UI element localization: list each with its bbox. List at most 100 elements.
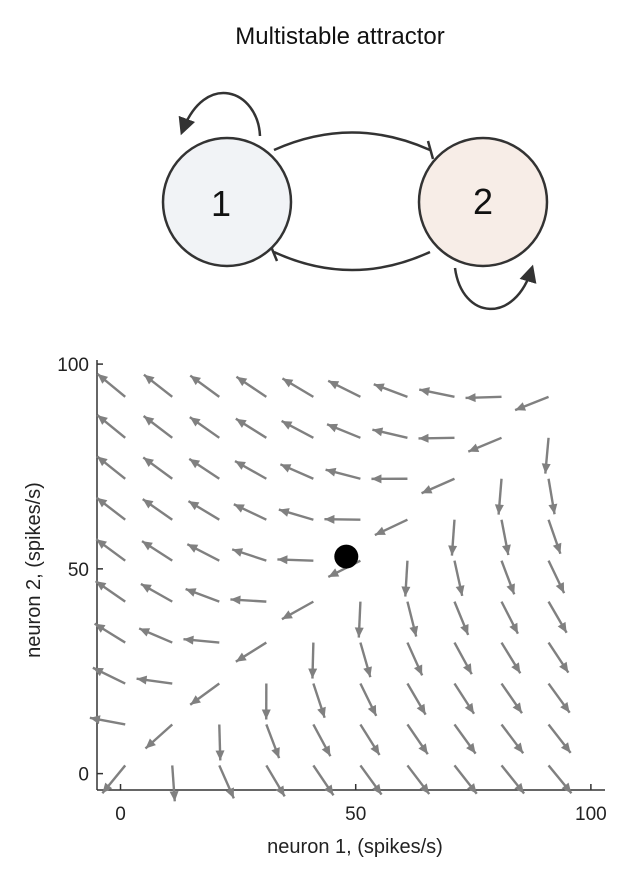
vector-arrow bbox=[95, 538, 126, 562]
vector-arrow bbox=[96, 455, 126, 480]
vector-arrow bbox=[372, 427, 408, 439]
vector-arrow bbox=[281, 600, 314, 621]
vector-arrow bbox=[281, 419, 314, 439]
vector-arrow bbox=[453, 641, 473, 675]
vector-arrow bbox=[514, 395, 549, 412]
vector-arrow bbox=[327, 379, 361, 398]
vector-arrow bbox=[141, 540, 173, 562]
vector-arrow bbox=[188, 457, 220, 480]
vector-arrow bbox=[277, 555, 314, 565]
vector-arrow bbox=[453, 764, 478, 795]
vector-arrow bbox=[308, 642, 318, 679]
vector-arrow bbox=[373, 383, 408, 398]
phase-portrait: 0 50 100 0 50 100 neuron 1, (spikes/s) neuro… bbox=[23, 355, 607, 858]
vector-arrow bbox=[89, 715, 126, 726]
vector-arrow bbox=[143, 373, 173, 398]
vector-arrow bbox=[500, 601, 519, 635]
vector-arrow bbox=[547, 723, 572, 754]
vector-arrow bbox=[500, 764, 526, 795]
vector-arrow bbox=[324, 514, 361, 524]
edge-2-to-1-inhibitory bbox=[273, 250, 431, 272]
vector-arrow bbox=[406, 642, 424, 676]
vector-arrow bbox=[500, 641, 522, 674]
vector-arrow bbox=[189, 682, 221, 706]
vector-arrow bbox=[453, 723, 477, 755]
vector-arrow bbox=[265, 764, 286, 798]
vector-arrow bbox=[547, 682, 571, 714]
vector-arrow bbox=[144, 723, 174, 750]
node-1-label: 1 bbox=[211, 183, 231, 224]
vector-arrow bbox=[96, 372, 126, 398]
vector-arrow bbox=[418, 433, 455, 443]
vector-arrow bbox=[215, 724, 225, 761]
vector-arrow bbox=[359, 723, 381, 756]
vector-arrow bbox=[142, 498, 173, 521]
vector-arrow bbox=[93, 622, 126, 644]
vector-arrow bbox=[312, 683, 326, 719]
vector-arrow bbox=[406, 601, 419, 637]
vector-arrow bbox=[467, 436, 502, 453]
vector-arrow bbox=[142, 415, 173, 439]
vector-arrow bbox=[186, 543, 220, 562]
vector-arrow bbox=[312, 764, 335, 796]
vector-arrow bbox=[547, 764, 573, 795]
edge-1-to-2-inhibitory bbox=[273, 131, 431, 152]
node-2 bbox=[417, 136, 549, 268]
vector-arrow bbox=[235, 375, 268, 398]
vector-arrow bbox=[547, 601, 568, 634]
vector-arrow bbox=[183, 635, 220, 645]
y-axis-label: neuron 2, (spikes/s) bbox=[23, 482, 45, 658]
vector-arrow bbox=[500, 519, 511, 556]
self-loop-2 bbox=[453, 264, 537, 311]
vector-arrow bbox=[547, 641, 570, 674]
vector-arrow bbox=[279, 463, 314, 480]
vector-arrow bbox=[189, 374, 221, 398]
vector-arrow bbox=[138, 627, 173, 644]
vector-arrow bbox=[401, 560, 411, 597]
vector-arrow bbox=[453, 601, 470, 636]
vector-arrow bbox=[406, 723, 429, 755]
vector-arrow bbox=[140, 582, 173, 603]
vector-arrow bbox=[326, 423, 361, 439]
vector-arrow bbox=[265, 724, 281, 759]
node-1 bbox=[161, 136, 293, 268]
vector-arrow bbox=[189, 416, 220, 439]
vector-arrow bbox=[235, 417, 267, 439]
vector-arrow bbox=[230, 595, 267, 605]
vector-arrow bbox=[231, 548, 267, 562]
vector-arrow bbox=[325, 467, 361, 480]
vector-arrow bbox=[94, 580, 126, 603]
y-tick-label: 0 bbox=[78, 765, 89, 786]
vector-arrow bbox=[218, 764, 235, 799]
x-tick-label: 0 bbox=[115, 804, 126, 825]
vector-arrow bbox=[101, 764, 127, 795]
vector-arrow bbox=[281, 377, 314, 398]
vector-arrow bbox=[359, 682, 378, 717]
vector-arrow bbox=[374, 518, 408, 537]
vector-arrow bbox=[261, 683, 271, 720]
vector-arrow bbox=[453, 560, 465, 597]
x-ticks: 0 50 100 bbox=[115, 784, 607, 825]
vector-arrow bbox=[359, 642, 372, 678]
x-tick-label: 100 bbox=[575, 804, 607, 825]
vector-arrow bbox=[142, 456, 173, 480]
node-2-label: 2 bbox=[473, 181, 493, 222]
vector-arrow bbox=[547, 519, 562, 555]
vector-arrow bbox=[187, 500, 220, 521]
vector-arrow bbox=[448, 519, 458, 556]
x-axis-label: neuron 1, (spikes/s) bbox=[267, 836, 443, 858]
network-diagram: 1 2 bbox=[161, 91, 549, 311]
vector-arrow bbox=[312, 723, 332, 757]
y-tick-label: 100 bbox=[57, 355, 89, 376]
vector-arrow bbox=[406, 764, 431, 795]
vector-arrow bbox=[233, 503, 267, 521]
vector-arrow bbox=[359, 764, 383, 796]
vector-arrow bbox=[234, 460, 267, 480]
vector-arrow bbox=[453, 682, 476, 715]
vector-arrow bbox=[278, 508, 314, 521]
x-tick-label: 50 bbox=[345, 804, 366, 825]
vector-arrow bbox=[235, 641, 267, 663]
vector-arrow bbox=[547, 478, 558, 515]
